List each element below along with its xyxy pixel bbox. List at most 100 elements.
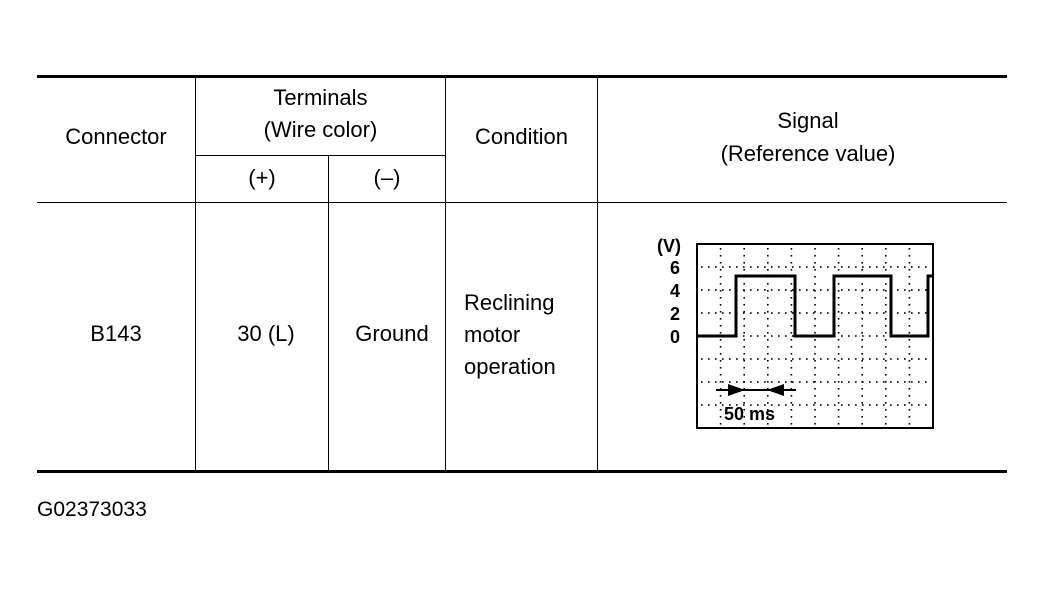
grid-dot [719, 402, 722, 404]
header-terminals: Terminals [273, 85, 368, 110]
tick-label-2: 2 [670, 304, 680, 324]
grid-dot [861, 367, 863, 369]
grid-dot [767, 283, 769, 285]
grid-dot [885, 290, 887, 292]
grid-dot [790, 297, 793, 299]
grid-dot [743, 255, 745, 257]
grid-dot [908, 353, 911, 355]
square-wave-trace [697, 274, 933, 338]
grid-dot [908, 388, 911, 390]
grid-dot [904, 312, 906, 314]
grid-dot [885, 381, 887, 383]
grid-dot [837, 409, 840, 411]
grid-dot [883, 312, 885, 314]
grid-dot [904, 289, 906, 291]
grid-dot [736, 266, 738, 268]
grid-dot [861, 248, 863, 250]
grid-dot [862, 404, 864, 406]
grid-dot [897, 266, 899, 268]
grid-dot [876, 404, 878, 406]
grid-dot [876, 358, 878, 360]
tick-label-4: 4 [670, 281, 680, 301]
grid-dot [883, 335, 885, 337]
grid-dot [814, 304, 816, 306]
grid-dot [743, 423, 745, 425]
grid-dot [799, 289, 801, 291]
grid-dot [885, 346, 887, 348]
grid-dot [837, 290, 840, 292]
grid-dot [918, 289, 920, 291]
grid-dot [790, 423, 793, 425]
grid-dot [719, 360, 722, 362]
grid-dot [848, 312, 850, 314]
grid-dot [785, 289, 787, 291]
grid-dot [834, 381, 836, 383]
grid-dot [719, 269, 722, 271]
grid-dot [918, 404, 920, 406]
grid-dot [764, 381, 766, 383]
grid-dot [908, 283, 911, 285]
grid-dot [904, 358, 906, 360]
grid-dot [757, 266, 759, 268]
grid-dot [883, 358, 885, 360]
grid-dot [790, 346, 793, 348]
grid-dot [885, 339, 887, 341]
grid-dot [790, 409, 793, 411]
grid-dot [743, 283, 745, 285]
grid-dot [908, 290, 911, 292]
grid-dot [885, 304, 887, 306]
grid-dot [861, 360, 863, 362]
grid-dot [719, 290, 722, 292]
grid-dot [827, 404, 829, 406]
grid-dot [837, 318, 840, 320]
grid-dot [771, 266, 773, 268]
grid-dot [771, 335, 773, 337]
grid-dot [908, 311, 911, 313]
grid-dot [790, 402, 793, 404]
grid-dot [841, 335, 843, 337]
grid-dot [814, 416, 816, 418]
grid-dot [701, 358, 703, 360]
grid-dot [778, 335, 780, 337]
grid-dot [908, 374, 911, 376]
grid-dot [790, 304, 793, 306]
grid-dot [719, 367, 722, 369]
grid-dot [767, 269, 769, 271]
grid-dot [904, 381, 906, 383]
grid-dot [701, 381, 703, 383]
grid-dot [885, 409, 887, 411]
grid-dot [855, 404, 857, 406]
grid-dot [778, 381, 780, 383]
grid-dot [750, 289, 752, 291]
grid-dot [814, 339, 816, 341]
grid-dot [767, 332, 769, 334]
grid-dot [719, 409, 722, 411]
grid-dot [862, 335, 864, 337]
grid-dot [764, 289, 766, 291]
grid-dot [885, 374, 887, 376]
grid-dot [908, 395, 911, 397]
grid-dot [778, 312, 780, 314]
grid-dot [708, 358, 710, 360]
grid-dot [876, 381, 878, 383]
grid-dot [890, 381, 892, 383]
grid-dot [729, 312, 731, 314]
cell-connector: B143 [90, 321, 142, 346]
grid-dot [855, 381, 857, 383]
grid-dot [719, 283, 722, 285]
grid-dot [885, 332, 887, 334]
grid-dot [885, 297, 887, 299]
grid-dot [814, 290, 816, 292]
grid-dot [861, 255, 863, 257]
grid-dot [861, 402, 863, 404]
terminals-sub-divider [196, 155, 445, 156]
grid-dot [837, 423, 840, 425]
grid-dot [743, 395, 745, 397]
table-top-border [37, 75, 1007, 78]
grid-dot [837, 297, 840, 299]
grid-dot [908, 262, 911, 264]
header-body-divider [37, 202, 1007, 203]
grid-dot [837, 402, 840, 404]
grid-dot [767, 325, 769, 327]
grid-dot [790, 360, 793, 362]
